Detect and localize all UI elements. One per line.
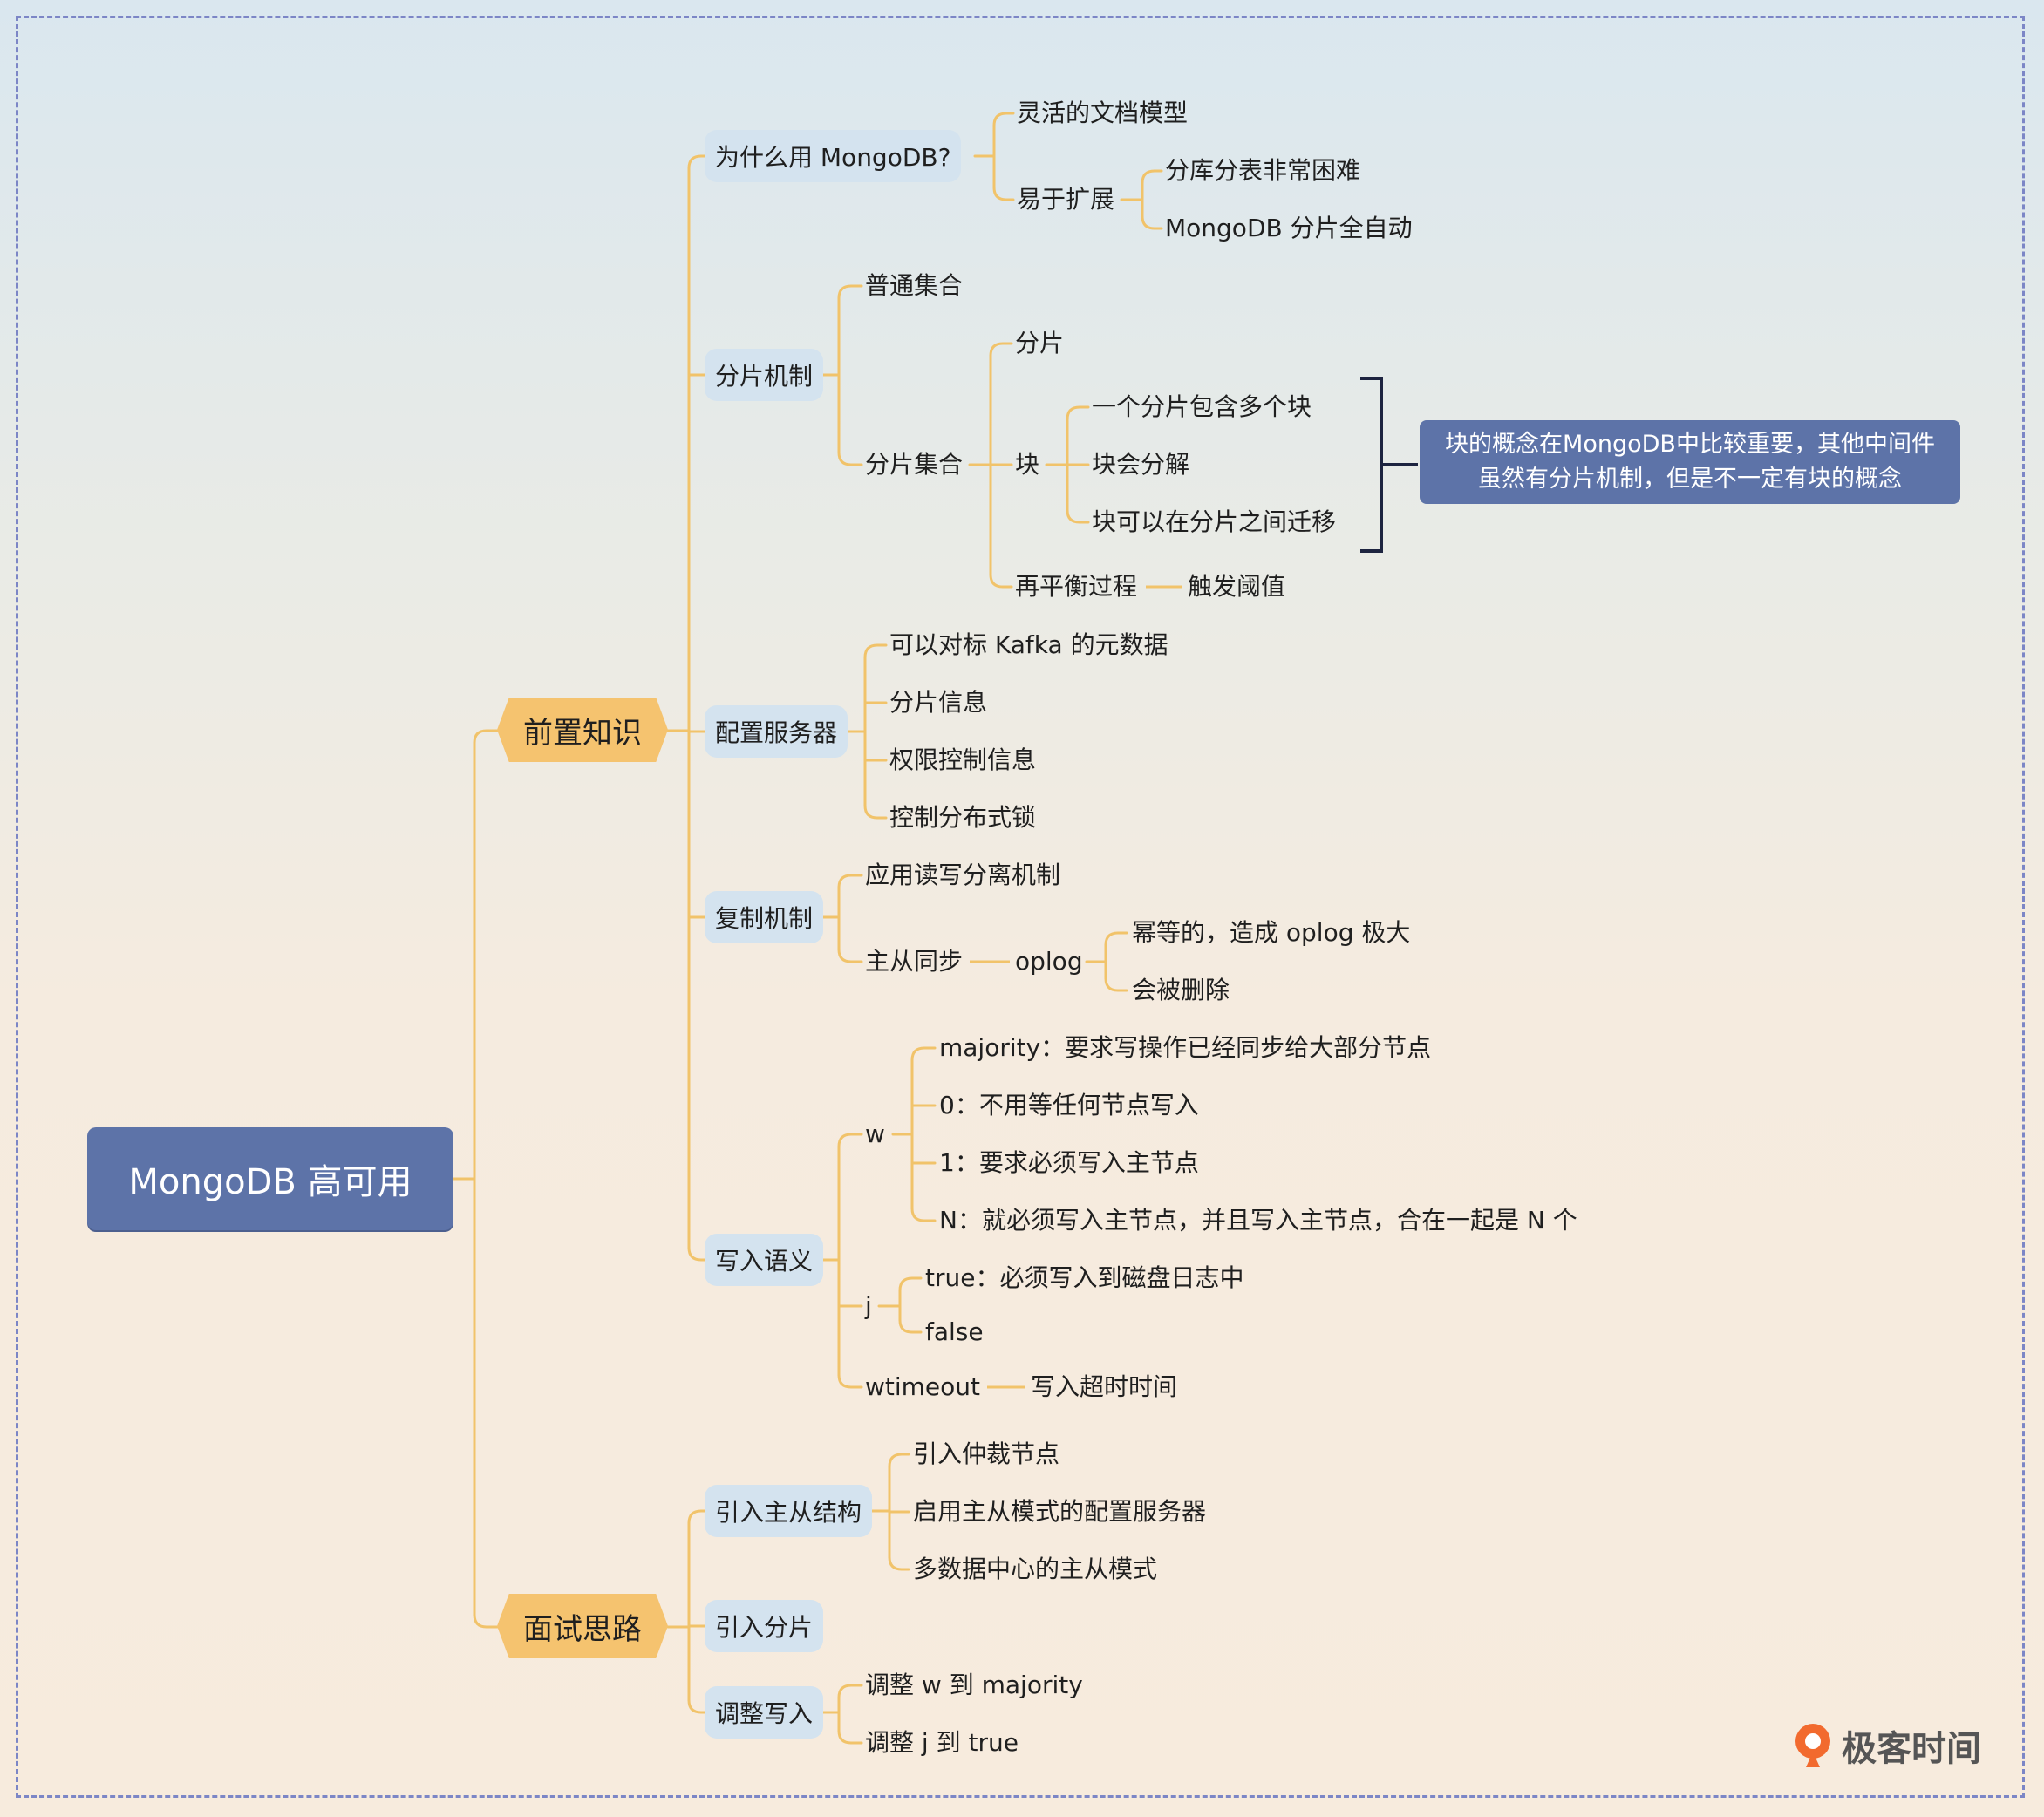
node-oplog-idempotent[interactable]: 幂等的，造成 oplog 极大 bbox=[1132, 918, 1411, 947]
node-w-n[interactable]: N：就必须写入主节点，并且写入主节点，合在一起是 N 个 bbox=[939, 1206, 1577, 1235]
link-chunk-branch-0 bbox=[1066, 405, 1090, 466]
node-w-majority[interactable]: majority：要求写操作已经同步给大部分节点 bbox=[939, 1033, 1432, 1062]
link-master-slave-branch-2 bbox=[888, 1509, 910, 1571]
link-j-branch-0 bbox=[898, 1276, 923, 1308]
topic-sharding[interactable]: 分片机制 bbox=[705, 349, 824, 401]
node-wtimeout[interactable]: wtimeout bbox=[865, 1372, 981, 1401]
topic-why-mongodb[interactable]: 为什么用 MongoDB? bbox=[705, 130, 962, 182]
node-config-item-4[interactable]: 控制分布式锁 bbox=[889, 803, 1037, 832]
node-shard[interactable]: 分片 bbox=[1015, 329, 1065, 357]
node-config-server-ms[interactable]: 启用主从模式的配置服务器 bbox=[913, 1497, 1207, 1526]
link-write-branch-0 bbox=[837, 1133, 863, 1262]
branch-interview[interactable]: 面试思路 bbox=[497, 1594, 668, 1658]
link-adjust-branch-0 bbox=[837, 1684, 863, 1714]
link-master-slave-branch-0 bbox=[888, 1453, 910, 1513]
link-prereq-branch-4 bbox=[687, 729, 710, 1262]
node-rw-split[interactable]: 应用读写分离机制 bbox=[865, 861, 1061, 889]
link-oplog-branch-0 bbox=[1104, 931, 1128, 963]
link-sharded-collection-branch-2 bbox=[989, 463, 1013, 589]
link-replication-branch-1 bbox=[837, 915, 863, 963]
topic-config-server[interactable]: 配置服务器 bbox=[705, 705, 848, 758]
link-sharded-collection-branch-0 bbox=[989, 342, 1013, 466]
link-why-branch-0 bbox=[992, 112, 1015, 158]
link-w-branch-0 bbox=[910, 1046, 937, 1136]
node-flexible-doc[interactable]: 灵活的文档模型 bbox=[1017, 99, 1189, 127]
node-chunk[interactable]: 块 bbox=[1015, 450, 1040, 479]
link-replication-branch-0 bbox=[837, 874, 863, 919]
link-config-branch-3 bbox=[863, 730, 888, 820]
link-adjust-branch-1 bbox=[837, 1711, 863, 1745]
note-line-1: 块的概念在MongoDB中比较重要，其他中间件 bbox=[1445, 431, 1935, 458]
node-adjust-j[interactable]: 调整 j 到 true bbox=[865, 1728, 1019, 1757]
chunk-note-callout: 块的概念在MongoDB中比较重要，其他中间件 虽然有分片机制，但是不一定有块的… bbox=[1420, 420, 1960, 504]
node-easy-scaling[interactable]: 易于扩展 bbox=[1017, 185, 1115, 214]
branch-prerequisite[interactable]: 前置知识 bbox=[497, 698, 668, 762]
brand-text: 极客时间 bbox=[1842, 1729, 1981, 1769]
node-trigger-threshold[interactable]: 触发阈值 bbox=[1188, 572, 1286, 601]
node-config-item-3[interactable]: 权限控制信息 bbox=[889, 745, 1037, 774]
node-auto-sharding[interactable]: MongoDB 分片全自动 bbox=[1165, 214, 1413, 242]
node-oplog-deleted[interactable]: 会被删除 bbox=[1132, 976, 1230, 1004]
link-scaling-branch-1 bbox=[1141, 198, 1163, 230]
node-config-item-1[interactable]: 可以对标 Kafka 的元数据 bbox=[889, 630, 1168, 659]
note-line-2: 虽然有分片机制，但是不一定有块的概念 bbox=[1478, 466, 1902, 493]
node-chunk-item-2[interactable]: 块会分解 bbox=[1092, 450, 1190, 479]
node-chunk-item-3[interactable]: 块可以在分片之间迁移 bbox=[1092, 507, 1337, 536]
link-sharding-branch-1 bbox=[837, 373, 863, 466]
node-multi-dc[interactable]: 多数据中心的主从模式 bbox=[913, 1555, 1158, 1583]
node-adjust-w[interactable]: 调整 w 到 majority bbox=[865, 1671, 1083, 1699]
topic-write-concern[interactable]: 写入语义 bbox=[705, 1234, 824, 1286]
link-j-branch-1 bbox=[898, 1304, 923, 1334]
brand-logo: 极客时间 bbox=[1791, 1719, 1981, 1772]
link-prereq-branch-0 bbox=[687, 154, 710, 732]
link-chunk-branch-2 bbox=[1066, 463, 1090, 524]
node-j-false[interactable]: false bbox=[925, 1317, 984, 1346]
link-sharding-branch-0 bbox=[837, 284, 863, 377]
node-rebalance[interactable]: 再平衡过程 bbox=[1015, 572, 1138, 601]
geektime-logo-icon bbox=[1795, 1724, 1830, 1767]
node-w-1[interactable]: 1：要求必须写入主节点 bbox=[939, 1148, 1199, 1177]
link-scaling-branch-0 bbox=[1141, 169, 1163, 201]
node-wtimeout-desc[interactable]: 写入超时时间 bbox=[1031, 1372, 1178, 1401]
node-normal-collection[interactable]: 普通集合 bbox=[865, 271, 964, 300]
node-oplog[interactable]: oplog bbox=[1015, 947, 1083, 976]
root-node[interactable]: MongoDB 高可用 bbox=[87, 1127, 453, 1230]
node-w-0[interactable]: 0：不用等任何节点写入 bbox=[939, 1091, 1199, 1119]
link-w-branch-3 bbox=[910, 1133, 937, 1222]
topic-adjust-write[interactable]: 调整写入 bbox=[705, 1686, 824, 1739]
node-sharded-collection[interactable]: 分片集合 bbox=[865, 450, 964, 479]
topic-master-slave[interactable]: 引入主从结构 bbox=[705, 1485, 873, 1537]
link-root-branch-0 bbox=[473, 729, 501, 1181]
link-oplog-branch-1 bbox=[1104, 960, 1128, 992]
node-j-true[interactable]: true：必须写入到磁盘日志中 bbox=[925, 1263, 1244, 1292]
link-write-branch-2 bbox=[837, 1258, 863, 1389]
topic-replication[interactable]: 复制机制 bbox=[705, 891, 824, 943]
node-chunk-item-1[interactable]: 一个分片包含多个块 bbox=[1092, 392, 1312, 421]
topic-introduce-sharding[interactable]: 引入分片 bbox=[705, 1600, 824, 1652]
node-master-slave-sync[interactable]: 主从同步 bbox=[865, 947, 964, 976]
link-why-branch-1 bbox=[992, 154, 1015, 201]
node-w[interactable]: w bbox=[865, 1119, 885, 1148]
node-sharding-hard[interactable]: 分库分表非常困难 bbox=[1165, 156, 1361, 185]
node-arbiter[interactable]: 引入仲裁节点 bbox=[913, 1439, 1060, 1468]
chunk-bracket bbox=[1360, 377, 1383, 553]
node-config-item-2[interactable]: 分片信息 bbox=[889, 688, 988, 717]
link-root-branch-1 bbox=[473, 1177, 501, 1629]
link-config-branch-0 bbox=[863, 643, 888, 733]
node-j[interactable]: j bbox=[865, 1291, 872, 1320]
